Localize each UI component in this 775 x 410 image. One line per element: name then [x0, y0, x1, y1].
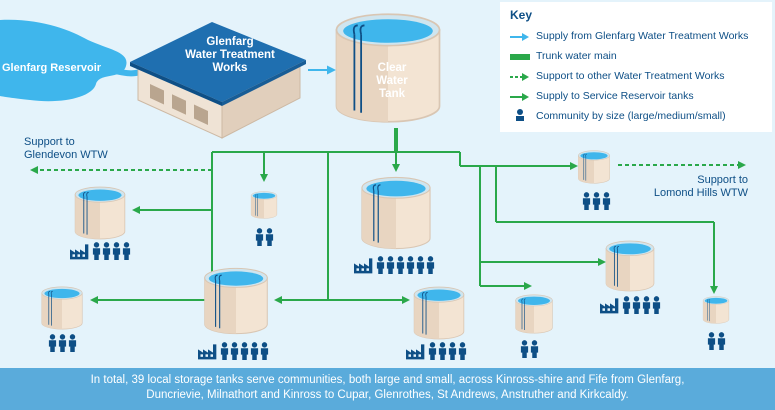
service-tank-i	[605, 240, 655, 292]
tank-line-1: Clear	[377, 62, 407, 74]
treatment-works-label: Glenfarg Water Treatment Works	[170, 36, 290, 75]
support-right-line-2: Lomond Hills WTW	[653, 187, 748, 199]
support-right-line-1: Support to	[697, 174, 748, 186]
dashed-green-arrow-icon	[510, 73, 529, 81]
key-item-label: Trunk water main	[536, 50, 617, 62]
service-tank-d	[578, 150, 610, 184]
key-item-support: Support to other Water Treatment Works	[500, 68, 772, 86]
key-item-label: Supply to Service Reservoir tanks	[536, 90, 694, 102]
wtw-line-3: Works	[212, 62, 248, 74]
tank-line-2: Water	[376, 75, 408, 87]
key-item-label: Supply from Glenfarg Water Treatment Wor…	[536, 30, 749, 42]
key-item-trunk: Trunk water main	[500, 48, 772, 66]
service-tank-g	[413, 286, 465, 340]
support-right-label: Support to Lomond Hills WTW	[620, 174, 748, 200]
wtw-line-1: Glenfarg	[206, 36, 254, 48]
reservoir-outflow	[99, 65, 141, 77]
service-tank-f	[204, 267, 268, 335]
person-icon	[516, 109, 524, 121]
service-tank-j	[702, 296, 730, 324]
wtw-line-2: Water Treatment	[185, 49, 275, 61]
footer-line-1: In total, 39 local storage tanks serve c…	[90, 374, 685, 386]
key-item-service: Supply to Service Reservoir tanks	[500, 88, 772, 106]
service-tank-a	[74, 186, 126, 240]
service-tank-h	[515, 294, 553, 334]
treatment-works-building	[130, 22, 306, 139]
footer-caption: In total, 39 local storage tanks serve c…	[0, 368, 775, 410]
key-title: Key	[510, 8, 533, 22]
clear-water-tank-label: Clear Water Tank	[362, 62, 422, 101]
reservoir-shape	[0, 19, 127, 102]
key-panel: Key Supply from Glenfarg Water Treatment…	[500, 2, 772, 132]
footer-line-2: Duncrievie, Milnathort and Kinross to Cu…	[146, 389, 629, 401]
key-item-label: Community by size (large/medium/small)	[536, 110, 726, 122]
support-left-line-2: Glendevon WTW	[24, 149, 108, 161]
service-tank-b	[250, 191, 278, 219]
key-item-supply: Supply from Glenfarg Water Treatment Wor…	[500, 28, 772, 46]
key-item-community: Community by size (large/medium/small)	[500, 108, 772, 126]
support-left-line-1: Support to	[24, 136, 75, 148]
green-arrow-icon	[510, 93, 529, 101]
reservoir-label: Glenfarg Reservoir	[2, 62, 102, 74]
service-tank-c	[361, 176, 431, 250]
support-left-label: Support to Glendevon WTW	[24, 136, 144, 162]
light-blue-arrow-icon	[510, 33, 529, 41]
tank-line-3: Tank	[379, 88, 405, 100]
green-thick-line-icon	[510, 54, 530, 60]
service-tank-e	[41, 286, 83, 330]
key-item-label: Support to other Water Treatment Works	[536, 70, 725, 82]
